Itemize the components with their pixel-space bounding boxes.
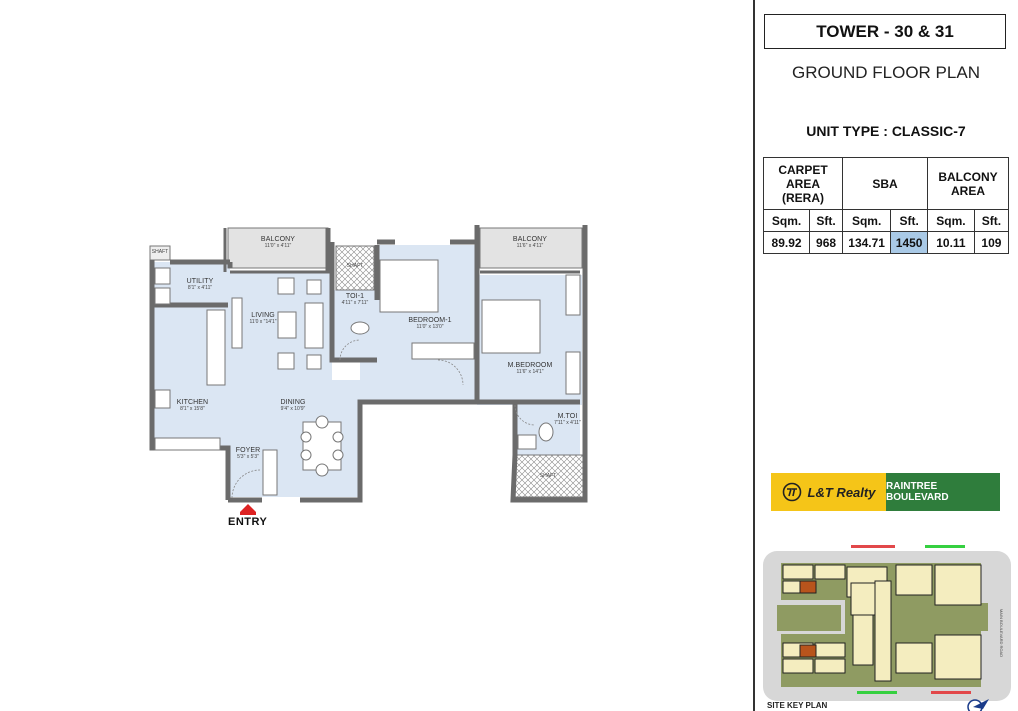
- room-balcony-2: BALCONY 11'6" x 4'11": [512, 236, 548, 249]
- compass-icon: [967, 699, 989, 711]
- value-cell: 89.92: [762, 231, 811, 254]
- room-utility: UTILITY 8'1" x 4'11": [186, 278, 214, 291]
- tower-title: TOWER - 30 & 31: [764, 14, 1006, 49]
- site-key-plan-map: MAIN BOULEVARD ROAD: [763, 545, 1011, 701]
- room-shaft-1: SHAFT: [346, 263, 364, 269]
- project-name: RAINTREE BOULEVARD: [886, 473, 1000, 511]
- value-cell: 134.71: [841, 231, 892, 254]
- unit-cell: Sqm.: [841, 209, 892, 232]
- value-cell: 10.11: [927, 231, 975, 254]
- plan-title: GROUND FLOOR PLAN: [792, 63, 980, 82]
- room-balcony-1: BALCONY 11'0" x 4'11": [260, 236, 296, 249]
- value-cell: 968: [809, 231, 843, 254]
- room-master-bedroom: M.BEDROOM 11'6" x 14'1": [507, 362, 553, 375]
- floor-plan: BALCONY 11'0" x 4'11" BALCONY 11'6" x 4'…: [149, 225, 588, 528]
- unit-type: UNIT TYPE : CLASSIC-7: [806, 123, 966, 139]
- value-cell-highlighted: 1450: [890, 231, 928, 254]
- info-panel: TOWER - 30 & 31 GROUND FLOOR PLAN UNIT T…: [753, 0, 1018, 711]
- value-cell: 109: [973, 231, 1010, 254]
- room-kitchen: KITCHEN 8'1" x 15'8": [176, 399, 209, 412]
- brand-banner: L&T Realty RAINTREE BOULEVARD: [771, 473, 1000, 511]
- header-carpet-area: CARPET AREA (RERA): [763, 157, 843, 210]
- unit-cell: Sft.: [890, 209, 928, 232]
- road-label: MAIN BOULEVARD ROAD: [999, 609, 1004, 657]
- header-balcony-area: BALCONY AREA: [927, 157, 1009, 210]
- area-table: CARPET AREA (RERA) SBA BALCONY AREA Sqm.…: [762, 157, 1010, 254]
- room-toi-1: TOI-1 4'11" x 7'11": [341, 293, 369, 306]
- lt-logo-icon: [782, 482, 801, 502]
- room-shaft-2: SHAFT: [539, 473, 557, 479]
- room-master-toilet: M.TOI 7'11" x 4'11": [554, 413, 581, 426]
- room-bedroom-1: BEDROOM-1 11'0" x 13'0": [408, 317, 452, 330]
- unit-cell: Sqm.: [762, 209, 811, 232]
- site-key-plan-label: SITE KEY PLAN: [767, 701, 828, 710]
- room-shaft-3: SHAFT: [151, 249, 169, 255]
- header-sba: SBA: [842, 157, 928, 210]
- unit-cell: Sft.: [973, 209, 1010, 232]
- floor-plan-drawing: [149, 225, 588, 515]
- room-living: LIVING 11'0 x "14'1": [249, 312, 277, 325]
- room-dining: DINING 9'4" x 10'9": [280, 399, 306, 412]
- lt-realty-logo: L&T Realty: [771, 473, 886, 511]
- unit-cell: Sft.: [809, 209, 843, 232]
- entry-label: ENTRY: [228, 516, 268, 528]
- room-foyer: FOYER 5'3" x 5'3": [235, 447, 261, 460]
- unit-cell: Sqm.: [927, 209, 975, 232]
